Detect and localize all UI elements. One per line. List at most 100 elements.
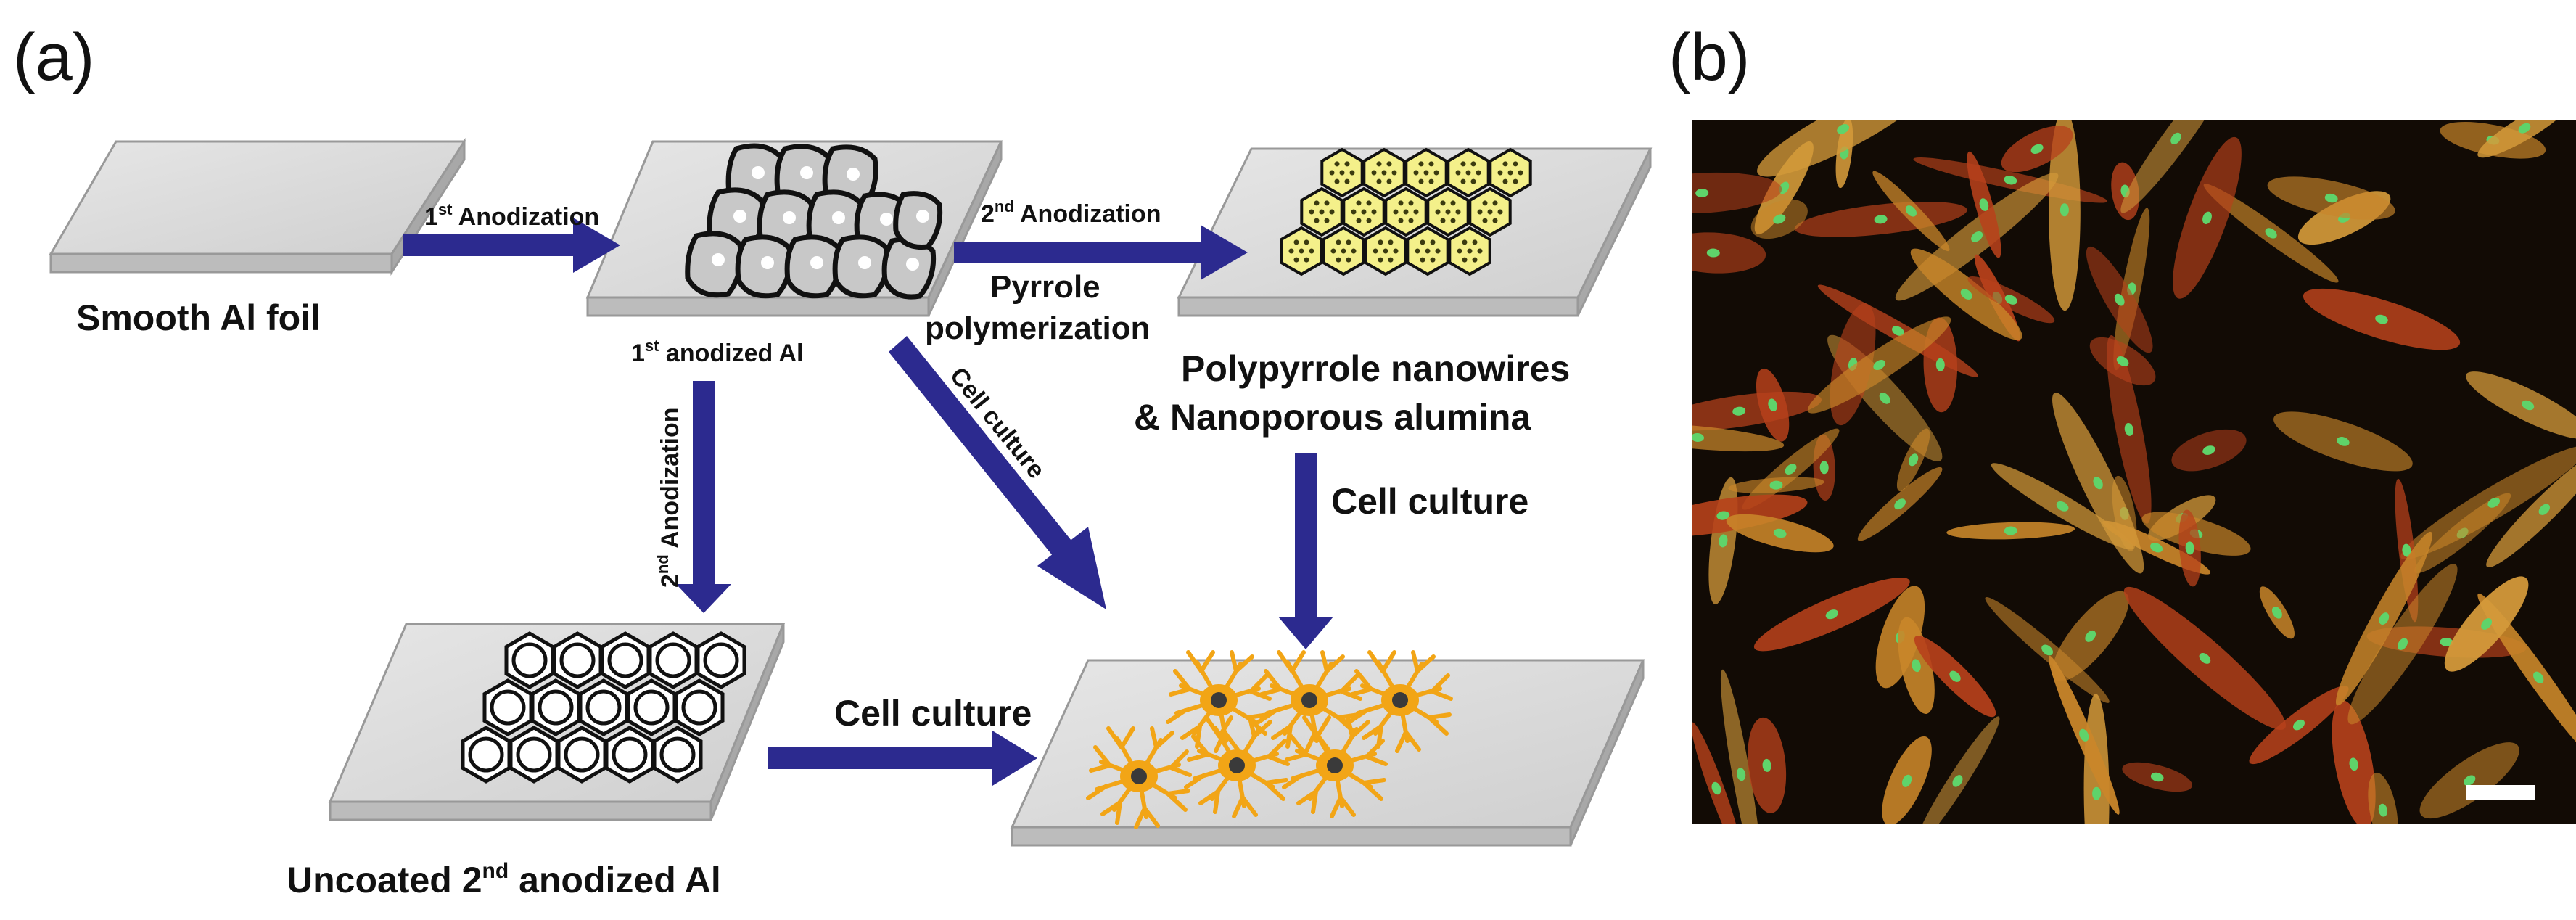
- nanowire-dot: [1467, 248, 1473, 254]
- micrograph-cell: [1985, 596, 2110, 703]
- nanowire-dot: [1435, 248, 1441, 254]
- micrograph-cell: [1857, 467, 1943, 541]
- arrow-cell-culture-bottom: [768, 731, 1037, 786]
- micrograph-cell: [1872, 171, 1950, 252]
- pore-circle: [511, 642, 548, 678]
- nanowire-dot: [1477, 209, 1483, 215]
- nanowire-dot: [1336, 239, 1341, 245]
- nanowire-dot: [1304, 239, 1309, 245]
- nanowire-dot: [1460, 161, 1466, 167]
- micrograph-cell: [1750, 199, 1808, 239]
- micrograph-cell: [1692, 722, 1742, 824]
- micrograph-cell: [2048, 655, 2120, 815]
- nanowire-dot: [1418, 161, 1424, 167]
- nanowire-dot: [1304, 257, 1309, 263]
- nanowire-dot: [1391, 170, 1397, 176]
- nanowire-dot: [1398, 218, 1404, 223]
- nanowire-dot: [1502, 161, 1508, 167]
- arrow-label-pyrrole: Pyrrole: [990, 269, 1100, 305]
- arrow-label-second-anodization-vertical: 2nd Anodization: [654, 407, 684, 588]
- micrograph-cell: [1692, 423, 1785, 452]
- nanowire-dot: [1314, 200, 1320, 206]
- plate-smooth-foil: [49, 137, 466, 276]
- micrograph-cell: [2303, 288, 2461, 350]
- nanowire-dot: [1476, 170, 1481, 176]
- micrograph-cell: [2335, 531, 2432, 706]
- label-ppy-line1: Polypyrrole nanowires: [1181, 348, 1570, 389]
- micrograph-cell: [2001, 126, 2073, 173]
- hexagon-pore-array: [461, 631, 746, 784]
- pore-circle: [468, 736, 504, 773]
- label-first-anodized: 1st anodized Al: [631, 337, 803, 367]
- fluorescence-micrograph: [1692, 120, 2576, 824]
- nanowire-dot: [1339, 170, 1345, 176]
- nanowire-dot: [1371, 209, 1377, 215]
- micrograph-cell: [1898, 617, 1935, 714]
- micrograph-cell: [2400, 445, 2576, 560]
- micrograph-cell: [1692, 232, 1766, 274]
- arrow-cell-culture-diagonal: [889, 336, 1106, 609]
- pore-circle: [585, 689, 622, 726]
- plate-first-anodized: [585, 140, 1003, 317]
- arrow-first-anodization: [403, 218, 620, 273]
- nanowire-dot: [1378, 257, 1383, 263]
- label-uncoated: Uncoated 2nd anodized Al: [287, 859, 721, 900]
- micrograph-cell: [2368, 772, 2398, 824]
- nanowire-dot: [1376, 161, 1382, 167]
- micrograph-cell: [1967, 276, 2055, 324]
- nanowire-dot: [1418, 178, 1424, 184]
- micrograph-cell: [1896, 428, 1930, 492]
- nanowire-dot: [1457, 248, 1462, 254]
- micrograph-cell: [2273, 411, 2413, 472]
- micrograph-cell: [2122, 762, 2193, 792]
- nanowire-dot: [1462, 239, 1468, 245]
- nanowire-dot: [1351, 248, 1357, 254]
- arrow-label-second-anodization-top: 2nd Anodization: [981, 197, 1161, 228]
- nanowire-dot: [1329, 209, 1335, 215]
- nanowire-dot: [1455, 170, 1461, 176]
- nanowire-dot: [1502, 178, 1508, 184]
- nanowire-dot: [1482, 200, 1488, 206]
- micrograph-cell: [1914, 636, 1996, 718]
- micrograph-cell: [2486, 451, 2576, 568]
- pore-circle: [559, 642, 596, 678]
- arrow-label-cell-culture-bottom: Cell culture: [834, 693, 1032, 734]
- pore-circle: [655, 642, 691, 678]
- pore-circle: [681, 689, 717, 726]
- nanowire-dot: [1309, 248, 1314, 254]
- micrograph-cell: [2089, 337, 2156, 386]
- nanowire-dot: [1309, 209, 1314, 215]
- pore-circle: [703, 642, 739, 678]
- micrograph-cell: [2419, 742, 2519, 819]
- micrograph-cell: [2465, 371, 2576, 439]
- micrograph-cell: [1756, 368, 1790, 442]
- micrograph-cell: [1692, 172, 1782, 214]
- nanowire-dot: [1373, 248, 1378, 254]
- nanowire-dot: [1430, 257, 1436, 263]
- nanowire-dot: [1393, 248, 1399, 254]
- arrow-second-anodization-top: [954, 225, 1248, 280]
- nanowire-dot: [1378, 239, 1383, 245]
- micrograph-cell: [2052, 591, 2129, 682]
- nanowire-dot: [1371, 170, 1377, 176]
- nanowire-dot: [1324, 218, 1330, 223]
- nanowire-dot: [1319, 209, 1325, 215]
- nanowire-dot: [1420, 257, 1425, 263]
- nanowire-dot: [1428, 178, 1434, 184]
- nanowire-dot: [1376, 178, 1382, 184]
- nanowire-dot: [1408, 218, 1414, 223]
- nanowire-dot: [1346, 257, 1351, 263]
- nanowire-dot: [1393, 209, 1399, 215]
- nanowire-dot: [1415, 248, 1420, 254]
- micrograph-cell: [1915, 716, 2000, 824]
- nanowire-dot: [1336, 257, 1341, 263]
- panel-label-b: (b): [1668, 20, 1750, 94]
- micrograph-cell: [2347, 564, 2458, 725]
- micrograph-cell: [1910, 248, 2022, 340]
- label-ppy-line2: & Nanoporous alumina: [1134, 397, 1531, 438]
- micrograph-cell: [1991, 463, 2134, 550]
- pore-circle: [659, 736, 696, 773]
- micrograph-cell: [2178, 509, 2201, 587]
- pore-dots: [712, 166, 929, 271]
- nanowire-dot: [1455, 209, 1461, 215]
